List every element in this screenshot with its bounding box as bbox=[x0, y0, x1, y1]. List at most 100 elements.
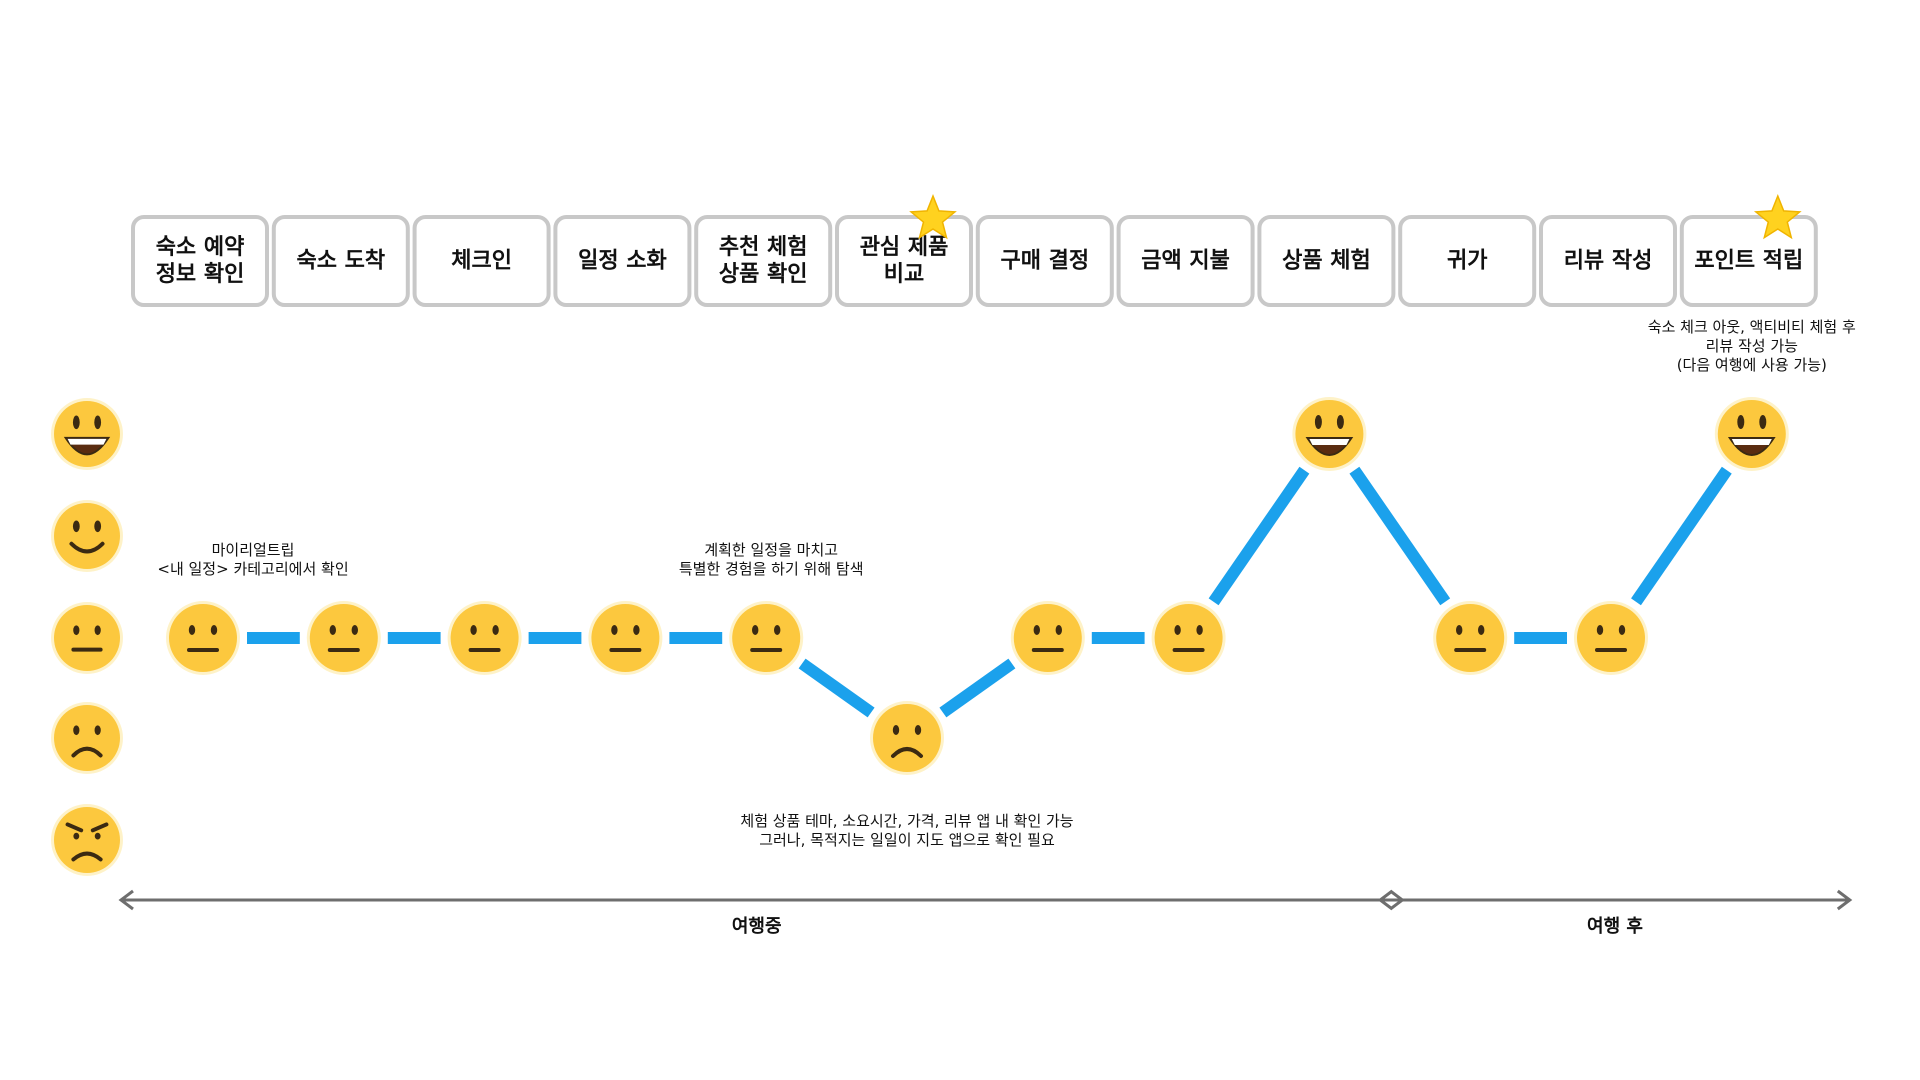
eye-right bbox=[492, 625, 499, 635]
eye-left bbox=[73, 832, 80, 840]
emotion-connector bbox=[1208, 466, 1310, 606]
eye-left bbox=[1033, 625, 1041, 635]
journey-emotion-points bbox=[166, 397, 1789, 775]
note-line: 마이리얼트립 bbox=[212, 541, 295, 559]
emotion-connector-lines bbox=[247, 466, 1732, 718]
note-line: 숙소 체크 아웃, 액티비티 체험 후 bbox=[1648, 318, 1856, 336]
stage-label: 상품 확인 bbox=[719, 262, 808, 287]
stage-box-frame bbox=[1539, 215, 1677, 307]
arrow-left-icon bbox=[118, 889, 134, 911]
note-line: 체험 상품 테마, 소요시간, 가격, 리뷰 앱 내 확인 가능 bbox=[740, 812, 1073, 830]
eye-left bbox=[892, 725, 900, 735]
emotion-connector bbox=[1631, 466, 1732, 606]
eye-right bbox=[1336, 415, 1344, 429]
note-line: <내 일정> 카테고리에서 확인 bbox=[157, 560, 348, 578]
journey-point-very-happy-face-icon bbox=[1714, 397, 1789, 471]
face-base bbox=[732, 604, 801, 672]
stage-box-frame bbox=[1398, 215, 1537, 307]
brow-right bbox=[90, 822, 109, 833]
journey-point-neutral-face-icon bbox=[1010, 601, 1085, 675]
note-line: 특별한 경험을 하기 위해 탐색 bbox=[679, 560, 864, 578]
note-line: (다음 여행에 사용 가능) bbox=[1677, 356, 1827, 374]
stage-label: 상품 체험 bbox=[1282, 248, 1371, 274]
arrow-right-icon bbox=[1836, 889, 1853, 911]
mouth bbox=[891, 747, 923, 758]
mouth bbox=[69, 541, 105, 554]
stage-box: 일정 소화 bbox=[553, 215, 692, 307]
emotion-connector bbox=[798, 658, 875, 718]
eye-right bbox=[210, 625, 218, 635]
stage-box: 포인트 적립 bbox=[1679, 193, 1818, 307]
eye-right bbox=[633, 625, 640, 635]
eye-right bbox=[774, 625, 781, 635]
eye-right bbox=[94, 415, 102, 430]
phase-label: 여행 후 bbox=[1587, 916, 1643, 937]
angry-face-icon bbox=[51, 804, 123, 876]
phase-label: 여행중 bbox=[732, 916, 782, 937]
eye-right bbox=[94, 520, 102, 533]
journey-point-sad-face-icon bbox=[870, 701, 944, 775]
face-base bbox=[54, 705, 120, 771]
stage-box-frame bbox=[835, 215, 973, 307]
stage-box: 금액 지불 bbox=[1116, 215, 1255, 307]
stage-label: 숙소 예약 bbox=[156, 235, 245, 260]
stage-label: 관심 제품 bbox=[860, 235, 949, 260]
note-line: 계획한 일정을 마치고 bbox=[704, 541, 838, 559]
stage-label: 금액 지불 bbox=[1141, 249, 1230, 274]
eye-left bbox=[470, 625, 477, 635]
stage-box-frame bbox=[1679, 215, 1818, 307]
eye-left bbox=[188, 625, 196, 635]
eye-left bbox=[1596, 625, 1604, 635]
stage-box-frame bbox=[553, 215, 692, 307]
eye-right bbox=[1478, 625, 1485, 635]
eye-right bbox=[94, 832, 101, 840]
mouth bbox=[71, 746, 103, 758]
eye-right bbox=[351, 625, 358, 635]
stage-box: 숙소 도착 bbox=[271, 215, 410, 307]
eye-left bbox=[72, 415, 80, 430]
stage-box: 귀가 bbox=[1398, 215, 1537, 307]
eye-right bbox=[1618, 625, 1626, 635]
stage-box-frame bbox=[271, 215, 410, 307]
stage-label: 비교 bbox=[884, 262, 924, 287]
stage-box: 리뷰 작성 bbox=[1539, 215, 1677, 307]
eye-right bbox=[1759, 415, 1767, 429]
journey-point-neutral-face-icon bbox=[1433, 601, 1508, 675]
note-line: 리뷰 작성 가능 bbox=[1706, 337, 1799, 355]
very-happy-face-icon bbox=[51, 398, 123, 470]
phase-arrow: 여행 후 bbox=[1377, 889, 1853, 937]
star-icon bbox=[1753, 193, 1802, 240]
eye-right bbox=[94, 725, 101, 736]
eye-left bbox=[1456, 625, 1463, 635]
journey-point-very-happy-face-icon bbox=[1292, 397, 1367, 471]
emotion-connector bbox=[939, 658, 1016, 718]
arrow-left-icon bbox=[1377, 889, 1394, 911]
face-base bbox=[1013, 604, 1082, 672]
note-line: 그러나, 목적지는 일일이 지도 앱으로 확인 필요 bbox=[759, 831, 1055, 849]
stage-box-frame bbox=[694, 215, 833, 307]
stage-box-frame bbox=[1116, 215, 1255, 307]
journey-point-neutral-face-icon bbox=[1574, 601, 1648, 675]
face-base bbox=[1577, 604, 1645, 672]
journey-point-neutral-face-icon bbox=[729, 601, 804, 675]
teeth bbox=[1731, 439, 1772, 445]
face-base bbox=[54, 605, 120, 671]
face-base bbox=[450, 604, 519, 672]
stage-box-frame bbox=[412, 215, 551, 307]
eye-right bbox=[914, 725, 922, 735]
emotion-connector bbox=[1349, 466, 1451, 606]
eye-right bbox=[1196, 625, 1203, 635]
teeth bbox=[1309, 439, 1350, 445]
journey-note: 숙소 체크 아웃, 액티비티 체험 후리뷰 작성 가능(다음 여행에 사용 가능… bbox=[1648, 318, 1856, 374]
stage-box: 상품 체험 bbox=[1257, 215, 1396, 307]
emotion-scale-legend bbox=[51, 398, 123, 876]
stage-box-frame bbox=[975, 215, 1114, 307]
stage-label: 포인트 적립 bbox=[1694, 249, 1803, 274]
eye-left bbox=[72, 520, 80, 533]
